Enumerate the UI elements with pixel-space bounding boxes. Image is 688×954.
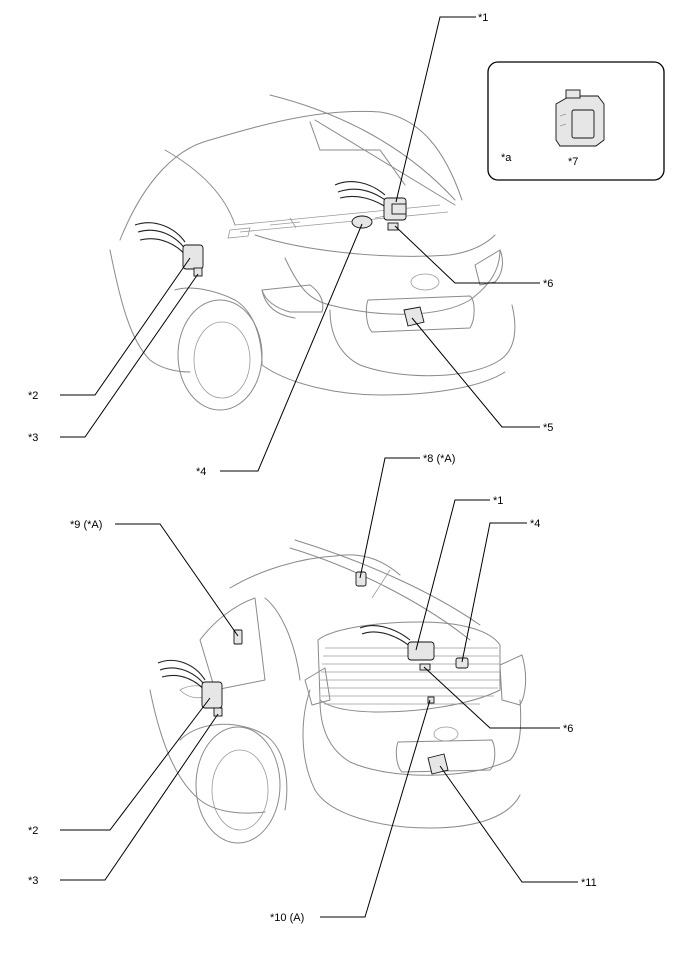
sedan-parts bbox=[134, 181, 425, 327]
side-retractor-part-2 bbox=[182, 244, 204, 270]
part-11-latch bbox=[427, 753, 449, 775]
wagon-parts bbox=[157, 571, 469, 775]
callout-2-top: *2 bbox=[28, 390, 38, 402]
part-3-bolt-wagon bbox=[213, 707, 223, 717]
callout-4-top: *4 bbox=[196, 466, 206, 478]
part-5-latch bbox=[403, 306, 425, 327]
sedan-leaders bbox=[60, 16, 540, 472]
callout-2-bottom: *2 bbox=[28, 825, 38, 837]
inset-detail: *a *7 bbox=[487, 61, 665, 181]
callout-9: *9 (*A) bbox=[70, 519, 102, 531]
callout-6-top: *6 bbox=[543, 278, 553, 290]
callout-6-bottom: *6 bbox=[563, 723, 573, 735]
inset-label-a: *a bbox=[501, 152, 512, 164]
callout-1-top: *1 bbox=[478, 12, 488, 24]
wagon-leaders bbox=[60, 457, 578, 918]
callout-10: *10 (A) bbox=[270, 912, 304, 924]
callout-3-top: *3 bbox=[28, 432, 38, 444]
inset-label-7: *7 bbox=[568, 156, 578, 168]
callout-5: *5 bbox=[543, 422, 553, 434]
wagon-illustration bbox=[149, 539, 527, 844]
sedan-illustration bbox=[109, 94, 516, 411]
retractor-part-1-wagon bbox=[407, 641, 435, 661]
callout-1-bottom: *1 bbox=[493, 495, 503, 507]
part-4-wagon bbox=[455, 657, 469, 669]
callout-4-bottom: *4 bbox=[530, 518, 540, 530]
callout-8: *8 (*A) bbox=[423, 453, 455, 465]
callout-11: *11 bbox=[581, 877, 597, 889]
callout-3-bottom: *3 bbox=[28, 875, 38, 887]
part-3-bolt bbox=[193, 267, 203, 277]
part-4-sedan bbox=[351, 215, 373, 229]
